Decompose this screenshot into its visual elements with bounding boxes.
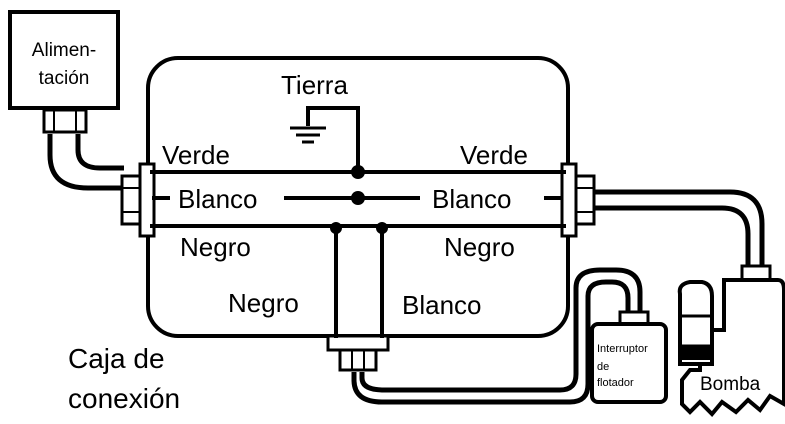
junction-dots bbox=[330, 165, 388, 234]
pump: Bomba bbox=[677, 264, 785, 417]
white-right-label: Blanco bbox=[432, 184, 512, 214]
ground-label: Tierra bbox=[281, 70, 348, 100]
black-bottom-label: Negro bbox=[228, 288, 299, 318]
power-supply: Alimen- tación bbox=[8, 10, 120, 134]
bottom-connector bbox=[326, 334, 390, 372]
float-switch: Interruptor de flotador bbox=[590, 310, 668, 404]
green-left-label: Verde bbox=[162, 140, 230, 170]
right-connector bbox=[560, 162, 596, 238]
black-left-label: Negro bbox=[180, 232, 251, 262]
left-connector bbox=[120, 162, 156, 238]
power-label-line1: Alimen- bbox=[32, 40, 96, 61]
junction-box-caption-line1: Caja de bbox=[68, 343, 165, 374]
float-switch-label-line1: Interruptor bbox=[597, 343, 648, 355]
black-right-label: Negro bbox=[444, 232, 515, 262]
float-switch-label-line2: de bbox=[597, 361, 609, 373]
pump-cable bbox=[594, 189, 765, 266]
power-conduit bbox=[47, 134, 124, 191]
float-switch-label-line3: flotador bbox=[597, 377, 634, 389]
ground-symbol bbox=[290, 126, 326, 144]
power-label-line2: tación bbox=[39, 68, 90, 89]
pump-label: Bomba bbox=[700, 374, 761, 395]
junction-box-caption-line2: conexión bbox=[68, 383, 180, 414]
white-bottom-label: Blanco bbox=[402, 290, 482, 320]
float-switch-cable bbox=[351, 267, 643, 405]
green-right-label: Verde bbox=[460, 140, 528, 170]
white-left-label: Blanco bbox=[178, 184, 258, 214]
